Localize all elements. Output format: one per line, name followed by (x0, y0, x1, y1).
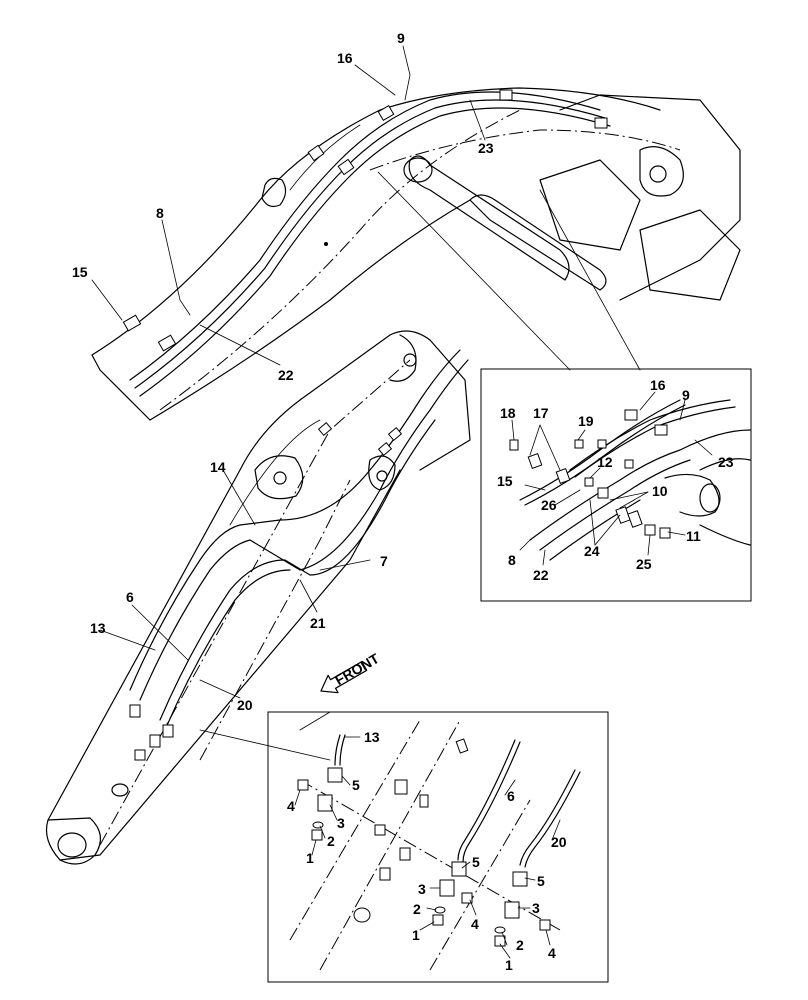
d1-callout-24: 24 (584, 543, 600, 559)
d2-callout-1a: 1 (306, 850, 314, 866)
callout-9: 9 (397, 30, 405, 46)
d2-callout-2c: 2 (516, 937, 524, 953)
d2-callout-3c: 3 (532, 900, 540, 916)
d2-callout-6: 6 (507, 788, 515, 804)
d1-callout-8: 8 (508, 552, 516, 568)
front-label: FRONT (332, 650, 382, 688)
callout-15: 15 (72, 264, 88, 280)
d1-callout-17: 17 (533, 405, 549, 421)
callout-16: 16 (337, 50, 353, 66)
d1-callout-10: 10 (652, 483, 668, 499)
d2-callout-2b: 2 (413, 901, 421, 917)
callout-labels: 9 16 23 8 15 22 14 7 21 6 13 20 16 9 18 … (72, 30, 734, 973)
d1-callout-9: 9 (682, 387, 690, 403)
d2-callout-5a: 5 (352, 777, 360, 793)
d1-callout-25: 25 (636, 556, 652, 572)
d1-callout-12: 12 (597, 454, 613, 470)
d1-callout-19: 19 (578, 413, 594, 429)
d2-callout-13: 13 (364, 729, 380, 745)
callout-22: 22 (278, 367, 294, 383)
d1-callout-16: 16 (650, 377, 666, 393)
d2-callout-3b: 3 (418, 881, 426, 897)
callout-6: 6 (126, 589, 134, 605)
callout-20: 20 (237, 697, 253, 713)
callout-21: 21 (310, 615, 326, 631)
detail-1-frame (480, 368, 752, 602)
d1-callout-15: 15 (497, 473, 513, 489)
detail-2 (289, 719, 581, 971)
d2-callout-3a: 3 (337, 815, 345, 831)
d2-callout-4c: 4 (548, 945, 556, 961)
d2-callout-5b: 5 (472, 854, 480, 870)
detail-1 (509, 391, 751, 566)
d2-callout-4b: 4 (471, 916, 479, 932)
front-arrow: FRONT (320, 650, 382, 694)
arm (45, 330, 471, 865)
upper-boom (91, 87, 741, 421)
d2-callout-4a: 4 (287, 798, 295, 814)
callout-13: 13 (90, 620, 106, 636)
callout-7: 7 (380, 553, 388, 569)
d2-callout-20: 20 (551, 834, 567, 850)
callout-23: 23 (478, 140, 494, 156)
d1-callout-11: 11 (686, 528, 701, 544)
d2-callout-2a: 2 (327, 833, 335, 849)
callout-8: 8 (156, 205, 164, 221)
d1-callout-23: 23 (718, 454, 734, 470)
d1-callout-18: 18 (500, 405, 516, 421)
d2-callout-1b: 1 (412, 927, 420, 943)
d1-callout-22: 22 (533, 567, 549, 583)
d2-callout-1c: 1 (505, 957, 513, 973)
callout-14: 14 (210, 459, 226, 475)
leader-lines (91, 45, 486, 699)
d2-callout-5c: 5 (537, 873, 545, 889)
d1-callout-26: 26 (541, 497, 557, 513)
detail-2-frame (267, 711, 609, 983)
